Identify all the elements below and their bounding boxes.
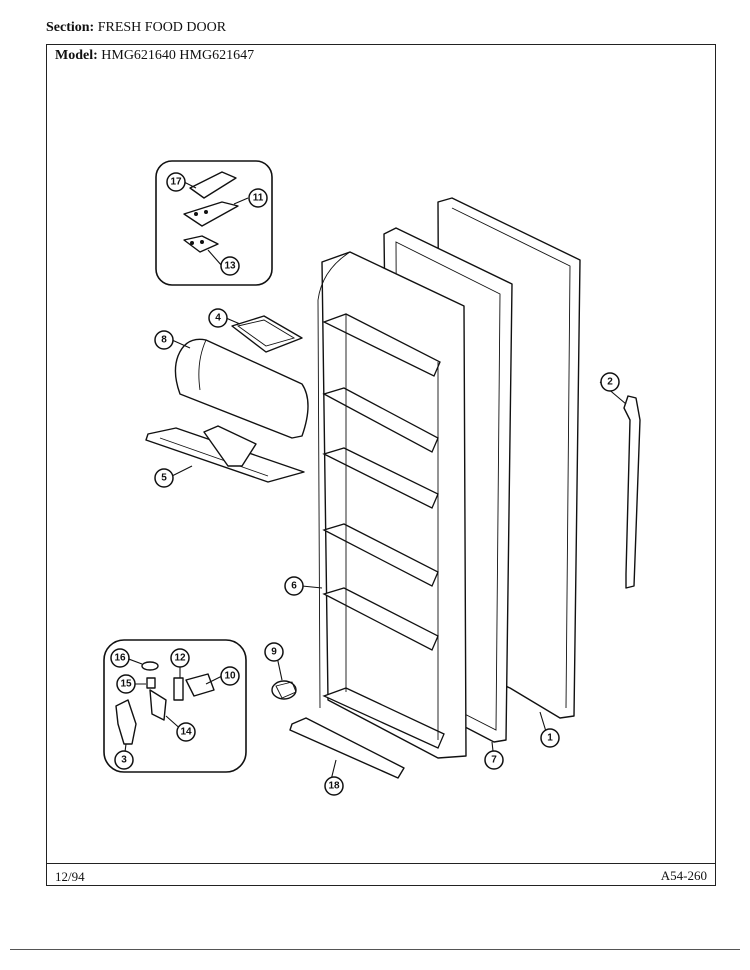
callout-7: 7 — [484, 750, 504, 770]
svg-text:6: 6 — [291, 581, 297, 592]
section-heading: Section: FRESH FOOD DOOR — [46, 20, 226, 36]
page-divider — [10, 949, 740, 950]
svg-text:5: 5 — [161, 473, 167, 484]
callout-16: 16 — [110, 648, 130, 668]
svg-text:11: 11 — [253, 193, 264, 204]
svg-text:10: 10 — [224, 671, 236, 682]
callout-2: 2 — [600, 372, 620, 392]
callout-17: 17 — [166, 172, 186, 192]
callout-3: 3 — [114, 750, 134, 770]
callout-18: 18 — [324, 776, 344, 796]
callout-13: 13 — [220, 256, 240, 276]
hinge-inset-top — [155, 160, 273, 286]
callout-11: 11 — [248, 188, 268, 208]
callout-10: 10 — [220, 666, 240, 686]
page-code: A54-260 — [660, 868, 707, 883]
svg-text:18: 18 — [328, 781, 340, 792]
part-18-trim — [289, 717, 405, 779]
svg-text:1: 1 — [547, 733, 553, 744]
svg-text:15: 15 — [120, 679, 132, 690]
part-8-dairy-cover — [174, 338, 309, 439]
model-value: HMG621640 HMG621647 — [101, 48, 255, 63]
hinge-top-parts — [183, 171, 239, 253]
hinge-inset-bottom — [103, 639, 247, 773]
svg-text:9: 9 — [271, 647, 277, 658]
svg-text:8: 8 — [161, 335, 167, 346]
diagram-frame: Model: HMG621640 HMG621647 12/94 A54-260 — [46, 44, 716, 886]
part-2-handle — [623, 395, 641, 589]
svg-text:13: 13 — [224, 261, 236, 272]
callout-6: 6 — [284, 576, 304, 596]
model-label: Model: — [55, 48, 98, 63]
model-heading: Model: HMG621640 HMG621647 — [55, 48, 254, 64]
callout-8: 8 — [154, 330, 174, 350]
callout-5: 5 — [154, 468, 174, 488]
svg-text:17: 17 — [170, 177, 182, 188]
callout-15: 15 — [116, 674, 136, 694]
callout-12: 12 — [170, 648, 190, 668]
hinge-bottom-parts — [115, 661, 215, 745]
svg-text:7: 7 — [491, 755, 497, 766]
svg-text:12: 12 — [174, 653, 186, 664]
svg-text:14: 14 — [180, 727, 192, 738]
section-value: FRESH FOOD DOOR — [97, 20, 227, 35]
section-label: Section: — [46, 20, 95, 35]
footer-divider — [47, 863, 715, 864]
callout-4: 4 — [208, 308, 228, 328]
svg-text:4: 4 — [215, 313, 221, 324]
part-4-insert — [231, 315, 303, 353]
callout-9: 9 — [264, 642, 284, 662]
door-shelf-6 — [322, 687, 445, 749]
svg-text:2: 2 — [607, 377, 613, 388]
svg-text:16: 16 — [114, 653, 126, 664]
door-shelf-1 — [322, 313, 441, 377]
svg-text:3: 3 — [121, 755, 127, 766]
callout-14: 14 — [176, 722, 196, 742]
callout-1: 1 — [540, 728, 560, 748]
date-code: 12/94 — [55, 869, 85, 884]
